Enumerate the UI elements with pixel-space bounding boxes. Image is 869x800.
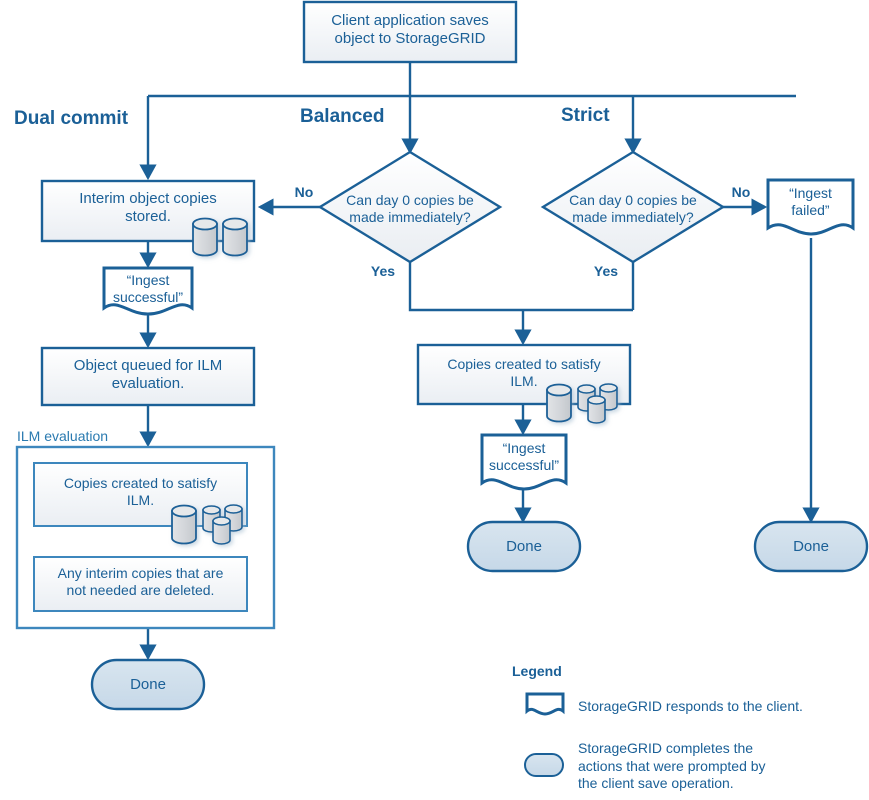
strict-decision-shape xyxy=(540,150,726,264)
ingest-successful-left-shape xyxy=(102,266,194,316)
storage-cylinder-icon-group-interim xyxy=(192,217,248,257)
object-queued-node[interactable] xyxy=(42,348,254,405)
ingest-successful-center-node[interactable] xyxy=(482,435,566,489)
ingest-successful-center-shape xyxy=(480,433,568,491)
interim-deleted-node[interactable] xyxy=(34,557,247,611)
done-left-node[interactable] xyxy=(92,660,204,709)
storage-cylinder-icon-group-left xyxy=(171,504,243,545)
done-left-shape xyxy=(90,658,206,711)
done-center-node[interactable] xyxy=(468,522,580,571)
balanced-decision-node[interactable] xyxy=(320,152,500,262)
strict-decision-node[interactable] xyxy=(543,152,723,262)
ingest-failed-node[interactable] xyxy=(768,180,853,234)
done-right-node[interactable] xyxy=(755,522,867,571)
ingest-failed-shape xyxy=(766,178,855,236)
interim-copies-node-shape xyxy=(40,179,256,243)
ingest-successful-left-node[interactable] xyxy=(104,268,192,314)
interim-copies-node[interactable] xyxy=(42,181,254,241)
object-queued-node-shape xyxy=(40,346,256,407)
copies-created-center-node[interactable] xyxy=(418,345,630,404)
start-node[interactable] xyxy=(304,2,516,62)
done-center-shape xyxy=(466,520,582,573)
copies-created-left-node[interactable] xyxy=(34,463,247,526)
done-right-shape xyxy=(753,520,869,573)
legend-terminator-shape-icon xyxy=(524,753,564,777)
legend-response-shape-icon xyxy=(525,692,565,716)
start-node-shape xyxy=(302,0,518,64)
legend-panel xyxy=(512,660,862,785)
storage-cylinder-icon-group-center xyxy=(546,383,618,424)
interim-deleted-node-shape xyxy=(33,556,248,612)
balanced-decision-shape xyxy=(317,150,503,264)
